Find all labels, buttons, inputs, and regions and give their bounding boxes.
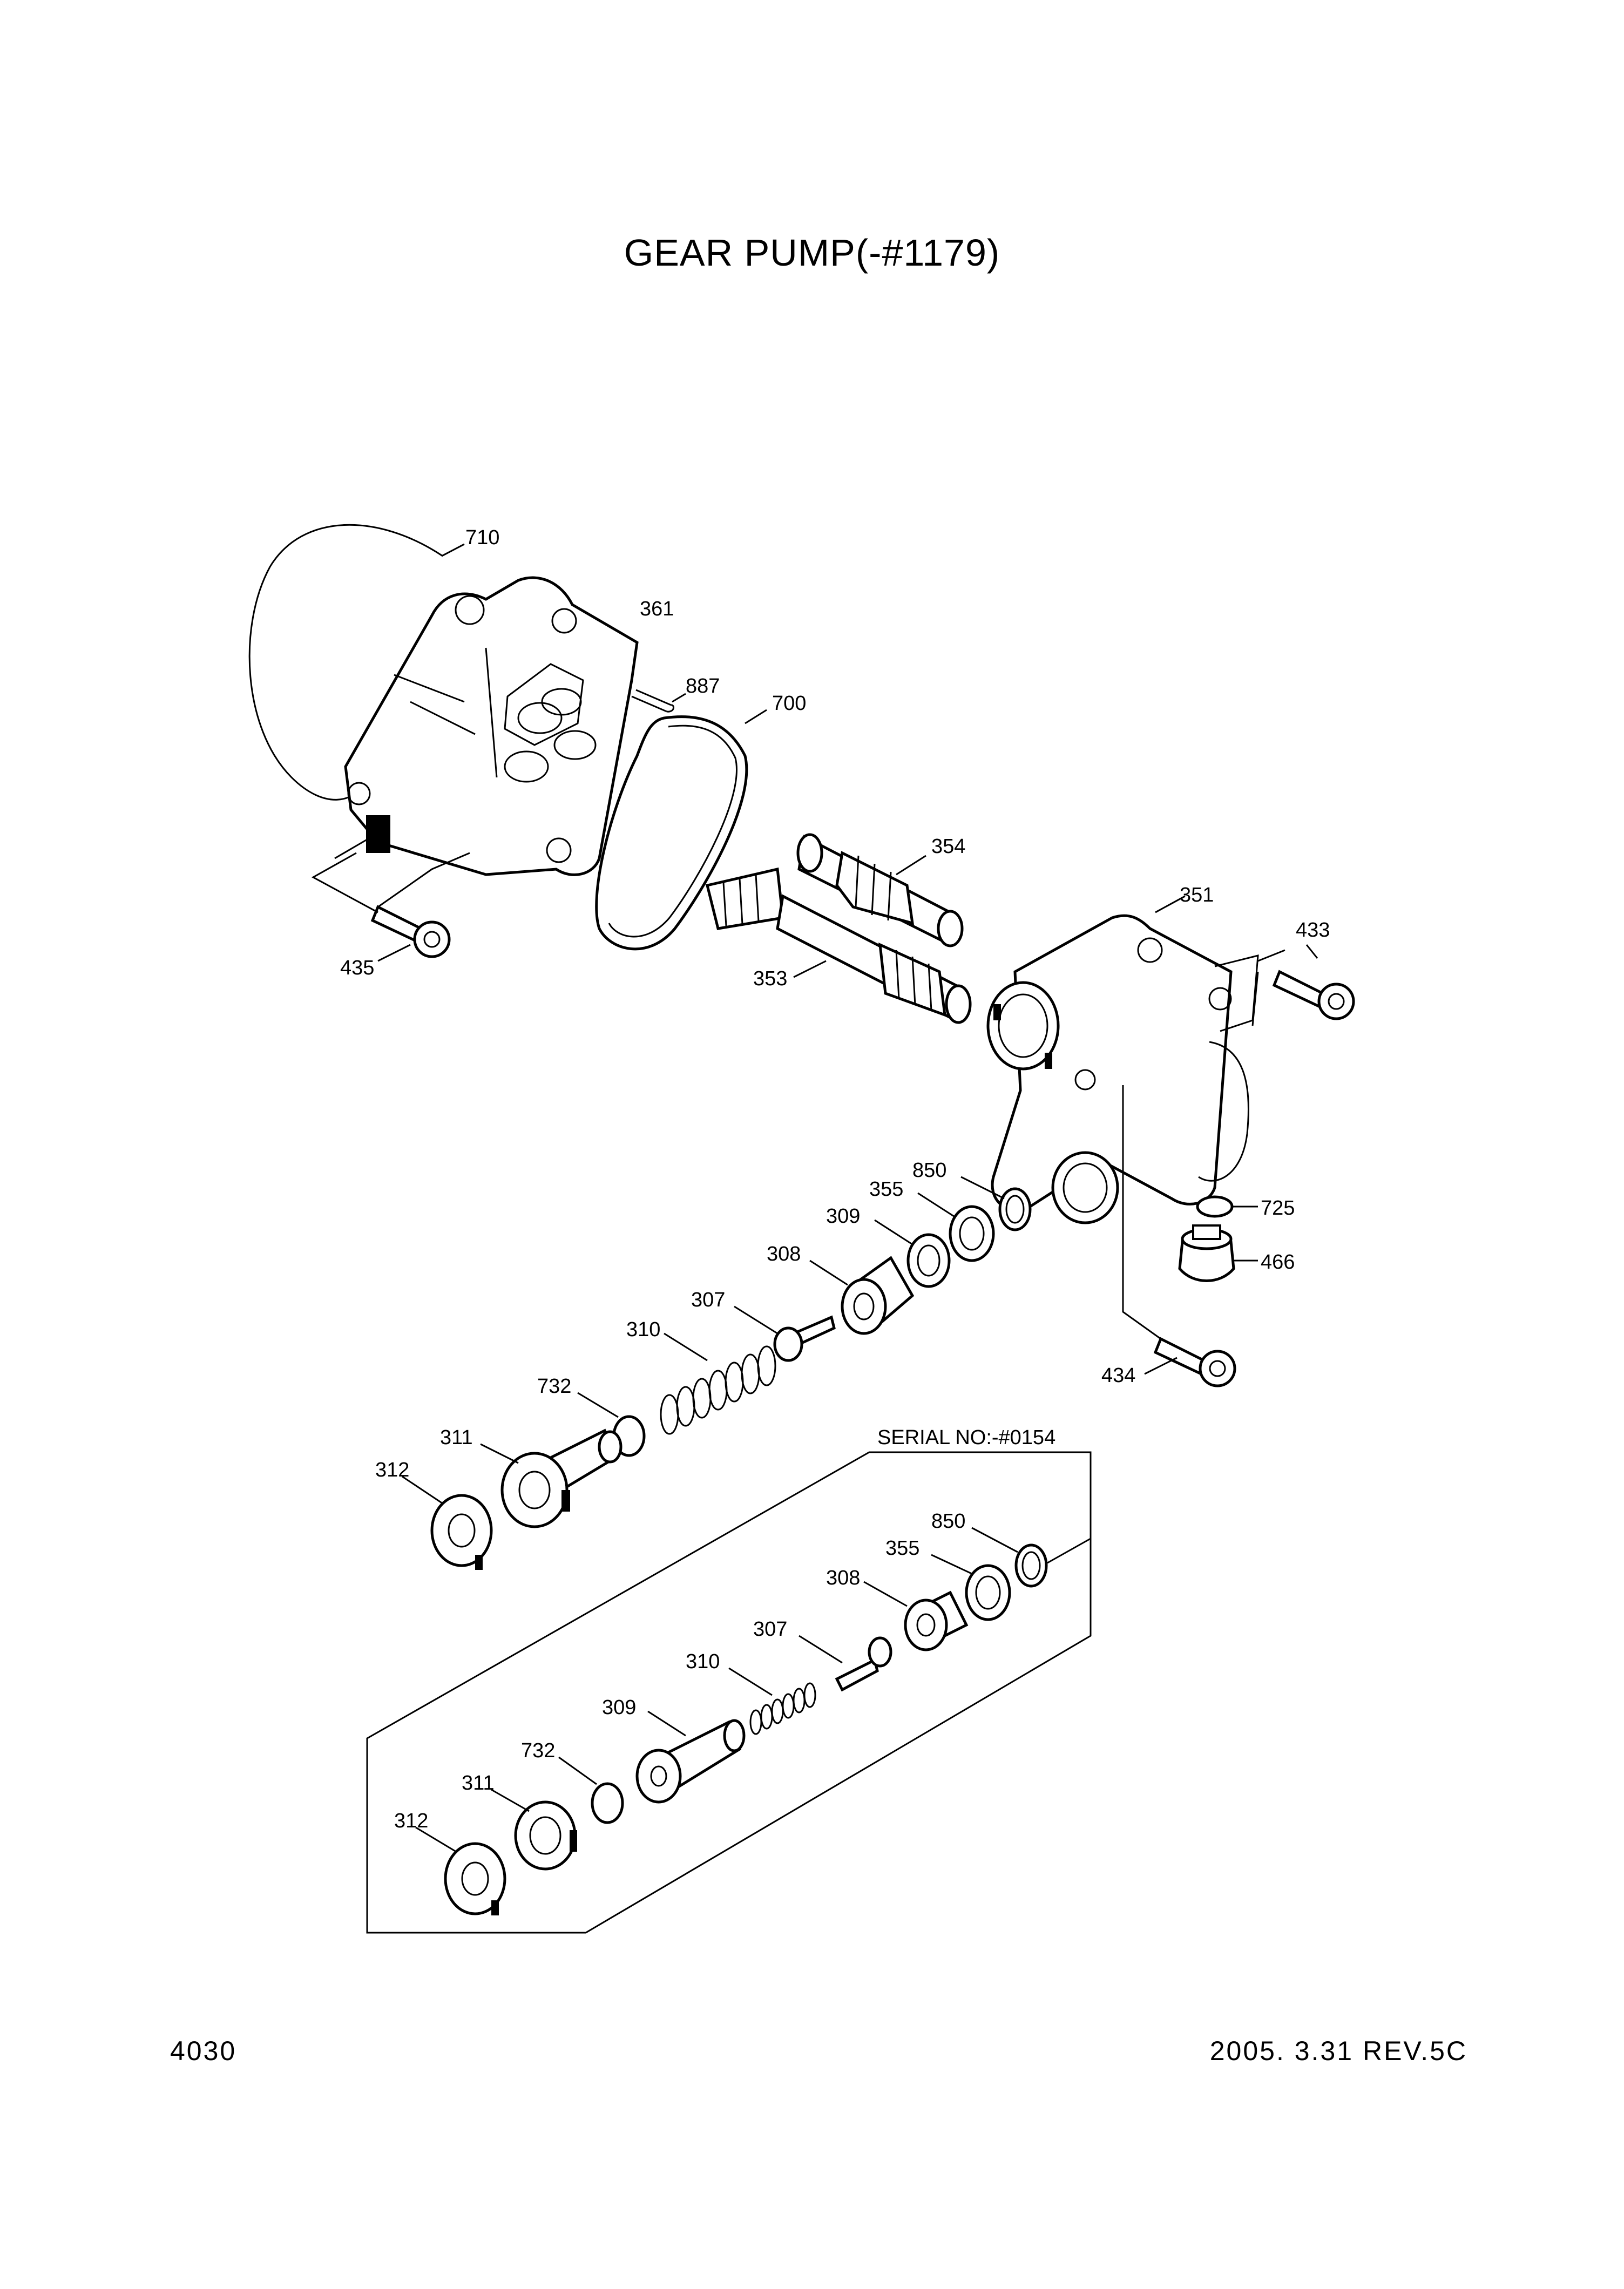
callout-435: 435 — [340, 957, 374, 979]
callout-312: 312 — [375, 1459, 409, 1481]
part-310-spring — [660, 1332, 776, 1435]
inset-part-308 — [863, 1581, 969, 1651]
revision-date: 2005. 3.31 REV.5C — [1209, 2036, 1467, 2066]
page-title: GEAR PUMP(-#1179) — [624, 232, 1000, 274]
callout-309: 309 — [826, 1205, 860, 1228]
part-307-poppet — [734, 1305, 836, 1362]
callout-700: 700 — [772, 692, 806, 715]
inset-part-850 — [971, 1527, 1091, 1588]
callout-732: 732 — [537, 1375, 571, 1398]
part-434-bolt — [1122, 1085, 1236, 1387]
part-466-plug — [1178, 1224, 1258, 1282]
part-887-pin — [631, 689, 686, 713]
callout-361: 361 — [640, 598, 674, 620]
part-354-driven-gear — [796, 833, 964, 947]
callout-355: 355 — [869, 1178, 903, 1201]
inset-callout-310: 310 — [686, 1650, 720, 1673]
part-361-cover — [344, 576, 639, 876]
inset-part-355 — [931, 1554, 1011, 1621]
inset-serial-label: SERIAL NO:-#0154 — [877, 1426, 1055, 1449]
callout-434: 434 — [1101, 1364, 1135, 1387]
callout-354: 354 — [931, 835, 965, 858]
part-725-oring — [1196, 1195, 1258, 1218]
callout-353: 353 — [753, 967, 787, 990]
inset-part-310 — [728, 1667, 816, 1735]
inset-callout-312: 312 — [394, 1810, 428, 1832]
callout-310: 310 — [626, 1318, 660, 1341]
part-351-pump-body — [986, 895, 1259, 1224]
part-700-seal — [595, 709, 767, 951]
inset-part-311 — [491, 1789, 577, 1871]
callout-725: 725 — [1261, 1197, 1295, 1220]
inset-part-312 — [415, 1826, 506, 1915]
inset-callout-307: 307 — [753, 1618, 787, 1641]
page-number: 4030 — [170, 2036, 237, 2066]
part-850-snap-ring — [960, 1176, 1032, 1231]
callout-466: 466 — [1261, 1251, 1295, 1274]
inset-callout-355: 355 — [885, 1537, 919, 1560]
inset-callout-309: 309 — [602, 1696, 636, 1719]
callout-850: 850 — [912, 1159, 946, 1182]
part-308-valve — [809, 1256, 915, 1335]
inset-part-732 — [558, 1756, 624, 1824]
callout-351: 351 — [1180, 884, 1214, 906]
part-435-bolt — [311, 838, 470, 962]
inset-callout-308: 308 — [826, 1567, 860, 1589]
part-312-nut — [402, 1475, 493, 1570]
part-710-gasket — [248, 524, 465, 801]
callout-311: 311 — [440, 1426, 473, 1449]
inset-serial-box — [366, 1451, 1092, 1934]
inset-part-307 — [799, 1635, 892, 1692]
inset-part-309 — [635, 1710, 746, 1804]
inset-callout-850: 850 — [931, 1510, 965, 1533]
part-311-adjuster — [480, 1428, 622, 1528]
callout-433: 433 — [1296, 919, 1330, 942]
inset-callout-311: 311 — [462, 1772, 495, 1794]
callout-308: 308 — [767, 1243, 801, 1265]
part-433-bolt — [1251, 944, 1355, 1026]
callout-887: 887 — [686, 675, 720, 697]
part-353-drive-gear — [705, 867, 972, 1024]
callout-710: 710 — [465, 526, 499, 549]
inset-callout-732: 732 — [521, 1739, 555, 1762]
callout-307: 307 — [691, 1289, 725, 1311]
part-355-seat — [917, 1192, 995, 1262]
part-309-sleeve — [874, 1219, 951, 1288]
